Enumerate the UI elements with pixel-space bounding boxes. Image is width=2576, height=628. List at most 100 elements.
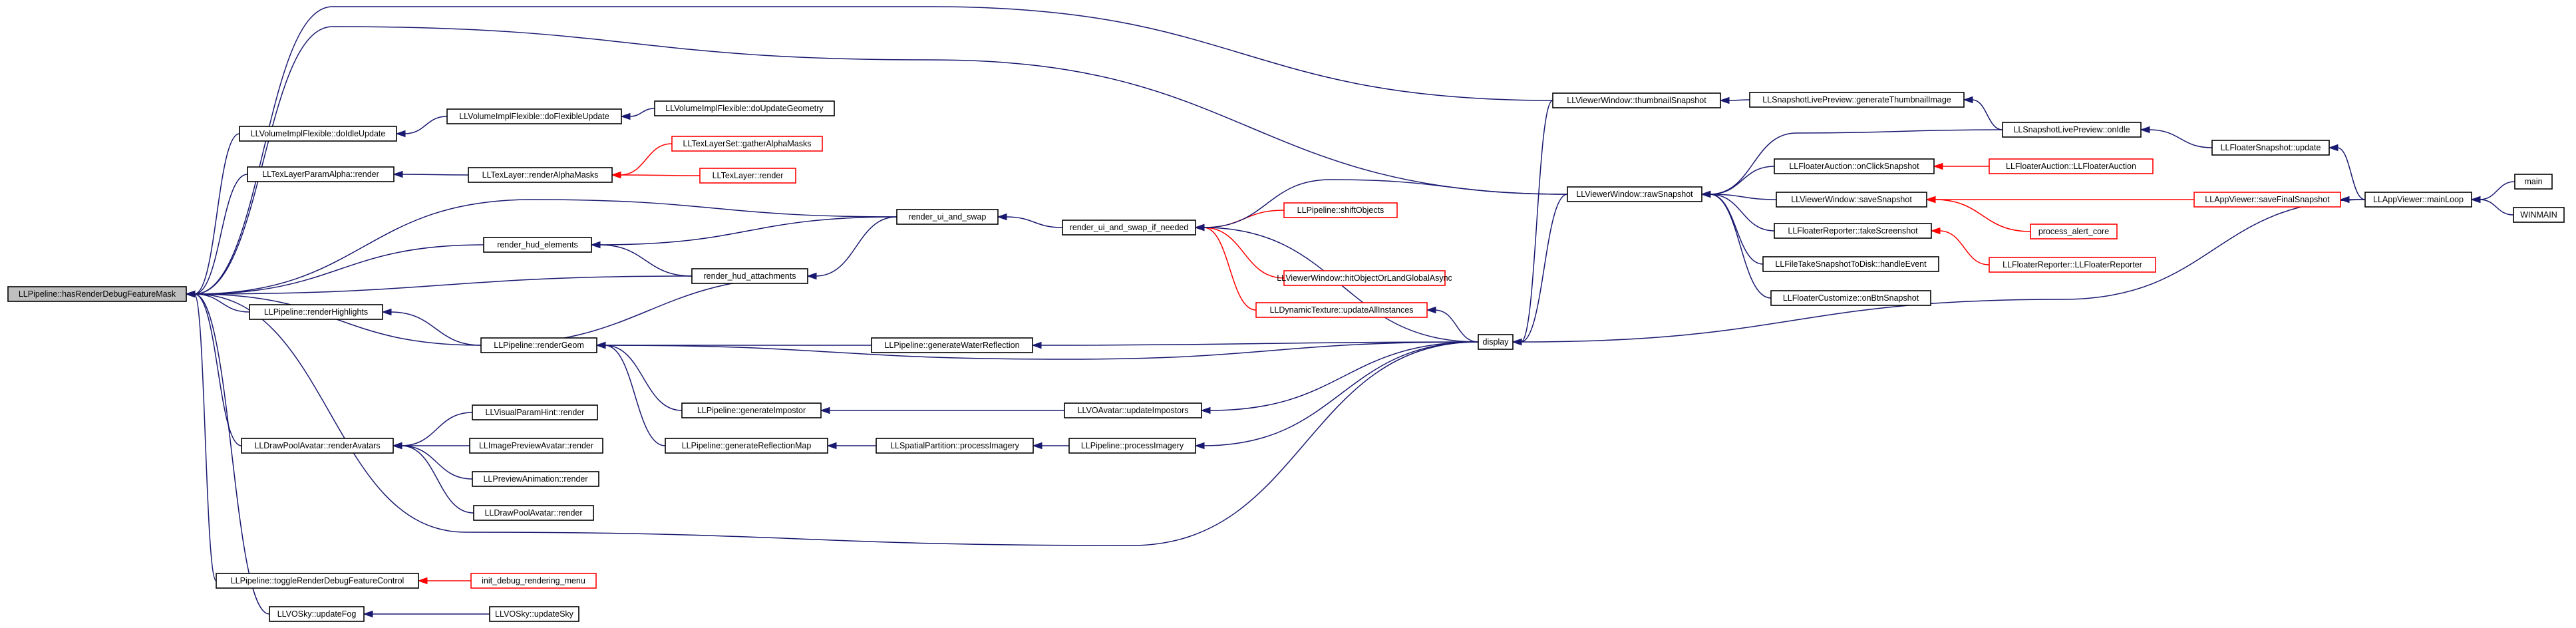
node-root[interactable]: LLPipeline::hasRenderDebugFeatureMask <box>7 286 187 302</box>
edge-renderHudAttachments-to-renderHudElements <box>590 241 693 277</box>
node-box <box>699 168 796 184</box>
node-winmain[interactable]: WINMAIN <box>2513 207 2565 223</box>
node-label: WINMAIN <box>2520 210 2557 220</box>
node-processAlertCore[interactable]: process_alert_core <box>2030 224 2118 239</box>
node-fileTakeSnapshot[interactable]: LLFileTakeSnapshotToDisk::handleEvent <box>1762 256 1939 272</box>
node-box <box>2030 224 2118 239</box>
edge-arrowhead <box>381 308 392 316</box>
node-label: LLViewerWindow::rawSnapshot <box>1576 190 1693 199</box>
node-floaterReporter[interactable]: LLFloaterReporter::LLFloaterReporter <box>1989 257 2156 273</box>
edge-line <box>629 108 655 117</box>
node-texLayerRender[interactable]: LLTexLayer::render <box>699 168 796 184</box>
node-label: LLVisualParamHint::render <box>486 408 585 417</box>
edge-doFlexibleUpdate-to-doIdleUpdate <box>395 116 448 138</box>
node-box <box>896 209 999 225</box>
edge-line <box>815 216 897 277</box>
edge-line <box>619 143 673 176</box>
node-renderGeom[interactable]: LLPipeline::renderGeom <box>480 337 597 353</box>
edge-renderUiAndSwap-to-renderHudAttachments <box>806 216 897 280</box>
node-label: LLVolumeImplFlexible::doUpdateGeometry <box>665 104 824 113</box>
edge-arrowhead <box>806 272 817 280</box>
node-renderHudElements[interactable]: render_hud_elements <box>483 237 592 253</box>
edge-renderAvatars-to-root <box>185 290 242 446</box>
node-toggleDebugFeature[interactable]: LLPipeline::toggleRenderDebugFeatureCont… <box>216 573 419 589</box>
edge-line <box>619 174 701 176</box>
edge-renderUiAndSwapIfNeeded-to-renderUiAndSwap <box>997 213 1063 228</box>
edge-rawSnapshot-to-display <box>1512 194 1568 346</box>
node-renderHudAttachments[interactable]: render_hud_attachments <box>691 268 808 284</box>
node-box <box>489 606 579 622</box>
node-takeScreenshot[interactable]: LLFloaterReporter::takeScreenshot <box>1774 223 1932 239</box>
edge-display-to-updateImpostors <box>1200 341 1479 414</box>
node-generateReflectionMap[interactable]: LLPipeline::generateReflectionMap <box>665 438 828 454</box>
node-thumbnailSnapshot[interactable]: LLViewerWindow::thumbnailSnapshot <box>1552 92 1721 108</box>
node-doIdleUpdate[interactable]: LLVolumeImplFlexible::doIdleUpdate <box>239 126 397 142</box>
edge-arrowhead <box>395 130 406 138</box>
node-main[interactable]: main <box>2514 174 2553 190</box>
node-initDebugMenu[interactable]: init_debug_rendering_menu <box>470 573 597 589</box>
node-box <box>247 166 395 182</box>
node-updateAllInstances[interactable]: LLDynamicTexture::updateAllInstances <box>1255 302 1428 318</box>
node-gatherAlphaMasks[interactable]: LLTexLayerSet::gatherAlphaMasks <box>671 136 823 152</box>
edge-processAlertCore-to-saveSnapshot <box>1925 196 2031 232</box>
edge-updateImpostors-to-generateImpostor <box>820 406 1064 414</box>
node-box <box>468 167 613 183</box>
node-drawPoolAvatarRender[interactable]: LLDrawPoolAvatar::render <box>473 505 594 521</box>
edge-line <box>1005 216 1063 228</box>
node-box <box>249 304 383 320</box>
node-auctionOnClick[interactable]: LLFloaterAuction::onClickSnapshot <box>1774 158 1935 174</box>
node-updateImpostors[interactable]: LLVOAvatar::updateImpostors <box>1064 402 1202 418</box>
edge-line <box>1709 194 1764 265</box>
node-label: LLTexLayer::renderAlphaMasks <box>482 170 599 180</box>
edge-line <box>2336 147 2366 200</box>
node-mainLoop[interactable]: LLAppViewer::mainLoop <box>2364 192 2472 208</box>
edge-renderGeom-to-renderHighlights <box>381 308 482 346</box>
node-renderUiAndSwapIfNeeded[interactable]: render_ui_and_swap_if_needed <box>1062 220 1196 236</box>
node-shiftObjects[interactable]: LLPipeline::shiftObjects <box>1283 202 1398 218</box>
node-label: process_alert_core <box>2038 227 2109 236</box>
node-genThumbnailImage[interactable]: LLSnapshotLivePreview::generateThumbnail… <box>1749 92 1965 108</box>
node-floaterAuction[interactable]: LLFloaterAuction::LLFloaterAuction <box>1989 158 2154 174</box>
node-onIdle[interactable]: LLSnapshotLivePreview::onIdle <box>2002 122 2142 138</box>
edge-line <box>194 6 1553 295</box>
edge-line <box>1434 309 1479 343</box>
node-renderUiAndSwap[interactable]: render_ui_and_swap <box>896 209 999 225</box>
node-label: LLSnapshotLivePreview::generateThumbnail… <box>1762 95 1951 104</box>
node-generateImpostor[interactable]: LLPipeline::generateImpostor <box>681 402 822 418</box>
edge-line <box>194 133 240 295</box>
edge-line <box>194 293 242 446</box>
node-saveFinalSnapshot[interactable]: LLAppViewer::saveFinalSnapshot <box>2193 192 2341 208</box>
node-spatialProcessImagery[interactable]: LLSpatialPartition::processImagery <box>876 438 1034 454</box>
edge-line <box>2479 199 2514 216</box>
node-updateSky[interactable]: LLVOSky::updateSky <box>489 606 579 622</box>
node-texAlphaRender[interactable]: LLTexLayerParamAlpha::render <box>247 166 395 182</box>
node-renderAvatars[interactable]: LLDrawPoolAvatar::renderAvatars <box>241 438 394 454</box>
node-floaterSnapshotUpdate[interactable]: LLFloaterSnapshot::update <box>2211 140 2330 156</box>
edge-line <box>390 311 482 346</box>
node-pipelineProcessImagery[interactable]: LLPipeline::processImagery <box>1068 438 1196 454</box>
node-previewAnimation[interactable]: LLPreviewAnimation::render <box>472 471 599 487</box>
edge-initDebugMenu-to-toggleDebugFeature <box>417 577 471 585</box>
edge-arrowhead <box>820 406 830 414</box>
node-updateFog[interactable]: LLVOSky::updateFog <box>269 606 365 622</box>
node-renderAlphaMasks[interactable]: LLTexLayer::renderAlphaMasks <box>468 167 613 183</box>
node-rawSnapshot[interactable]: LLViewerWindow::rawSnapshot <box>1567 186 1702 202</box>
node-box <box>470 573 597 589</box>
node-saveSnapshot[interactable]: LLViewerWindow::saveSnapshot <box>1776 192 1927 208</box>
node-label: LLPipeline::hasRenderDebugFeatureMask <box>19 289 176 299</box>
edge-spatialProcessImagery-to-generateReflectionMap <box>826 442 876 450</box>
edge-saveFinalSnapshot-to-saveSnapshot <box>1925 196 2194 204</box>
node-generateWaterReflection[interactable]: LLPipeline::generateWaterReflection <box>871 337 1033 353</box>
node-doFlexibleUpdate[interactable]: LLVolumeImplFlexible::doFlexibleUpdate <box>446 108 622 124</box>
edge-line <box>1709 129 2003 195</box>
node-label: LLPipeline::generateWaterReflection <box>884 341 1019 350</box>
node-display[interactable]: display <box>1478 334 1514 350</box>
node-visualParamHint[interactable]: LLVisualParamHint::render <box>472 404 598 420</box>
node-customizeSnapshot[interactable]: LLFloaterCustomize::onBtnSnapshot <box>1770 290 1931 306</box>
edge-updateAllInstances-to-renderUiAndSwapIfNeeded <box>1194 224 1257 311</box>
node-hitObjectOrLand[interactable]: LLViewerWindow::hitObjectOrLandGlobalAsy… <box>1277 270 1452 286</box>
node-imagePreviewAvatar[interactable]: LLImagePreviewAvatar::render <box>469 438 603 454</box>
node-doUpdateGeometry[interactable]: LLVolumeImplFlexible::doUpdateGeometry <box>654 100 835 116</box>
node-box <box>241 438 394 454</box>
node-renderHighlights[interactable]: LLPipeline::renderHighlights <box>249 304 383 320</box>
